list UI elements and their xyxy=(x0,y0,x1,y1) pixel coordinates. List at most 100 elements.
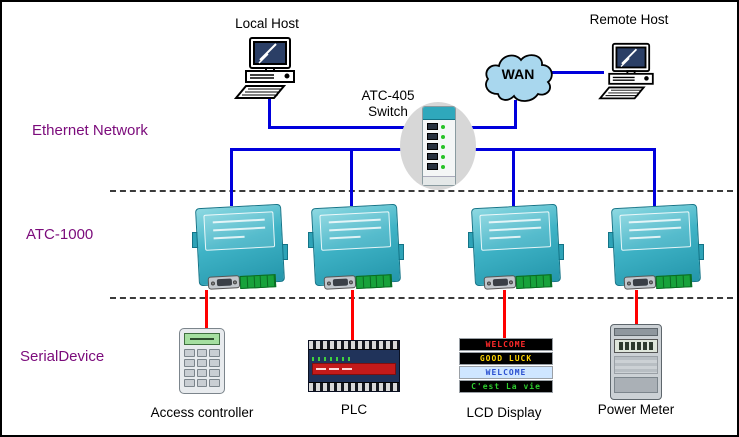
power-meter-label: Power Meter xyxy=(597,402,675,417)
keypad-key xyxy=(196,349,208,357)
wan-cloud-icon xyxy=(485,54,553,102)
section-label-ethernet: Ethernet Network xyxy=(32,122,148,139)
section-label-serialdevice: SerialDevice xyxy=(20,348,105,365)
panel-text-line xyxy=(329,235,361,240)
panel-text-line xyxy=(212,218,265,224)
access-controller-screen xyxy=(184,333,220,345)
keypad-key xyxy=(209,369,220,377)
line-serial-2 xyxy=(351,290,354,342)
meter-grooves xyxy=(614,356,658,374)
local-host-computer-icon xyxy=(234,37,295,99)
atc1000-top-panel xyxy=(203,211,276,251)
port-led-icon xyxy=(441,144,445,149)
atc1000-top-panel xyxy=(319,211,392,251)
plc-terminal-row-bottom xyxy=(309,382,399,391)
plc-label-strip xyxy=(312,363,396,375)
plc-led-row xyxy=(312,357,350,361)
screw-icon xyxy=(210,280,216,286)
remote-host-computer-icon xyxy=(598,42,654,100)
switch-label-type: Switch xyxy=(368,104,408,119)
panel-text-line xyxy=(329,226,382,232)
pin-block-icon xyxy=(332,278,348,287)
meter-top-cap xyxy=(614,328,658,336)
atc405-switch-device xyxy=(422,106,456,186)
keypad-key xyxy=(209,359,220,367)
pin-block-icon xyxy=(632,278,648,287)
db9-connector-icon xyxy=(483,275,517,290)
line-localhost-to-wan xyxy=(268,126,517,129)
panel-text-line xyxy=(489,226,542,232)
panel-text-line xyxy=(629,235,661,240)
screw-icon xyxy=(232,279,238,284)
switch-port-row xyxy=(427,153,451,160)
access-controller-keypad xyxy=(184,349,220,387)
keypad-key xyxy=(196,369,208,377)
lcd-marquee-row: WELCOME xyxy=(459,366,553,379)
power-meter-device xyxy=(610,324,662,400)
keypad-key xyxy=(209,379,220,387)
terminal-block-icon xyxy=(515,274,553,290)
switch-label: ATC-405 Switch xyxy=(336,88,440,120)
pin-block-icon xyxy=(216,278,232,287)
atc1000-body xyxy=(471,203,561,290)
panel-text-line xyxy=(628,218,681,224)
atc1000-top-panel xyxy=(479,211,552,251)
line-localhost-drop xyxy=(268,98,271,129)
port-led-icon xyxy=(441,164,445,169)
atc1000-device-2 xyxy=(308,202,404,294)
pin-block-icon xyxy=(492,278,508,287)
atc1000-device-4 xyxy=(608,202,704,294)
meter-lcd-display xyxy=(614,339,658,353)
access-controller-device xyxy=(179,328,225,394)
atc1000-body xyxy=(611,203,701,290)
terminal-block-icon xyxy=(239,274,277,290)
atc1000-device-3 xyxy=(468,202,564,294)
separator-atc-serial xyxy=(110,297,733,299)
line-bus-drop-2 xyxy=(350,148,353,206)
screw-icon xyxy=(626,280,632,286)
plc-terminal-row-top xyxy=(309,341,399,350)
screw-icon xyxy=(648,279,654,284)
ethernet-port-icon xyxy=(427,143,438,150)
atc1000-body xyxy=(195,203,285,290)
ethernet-port-icon xyxy=(427,163,438,170)
keypad-key xyxy=(196,359,208,367)
lcd-display-label: LCD Display xyxy=(466,405,542,420)
line-bus-drop-4 xyxy=(653,148,656,206)
panel-text-line xyxy=(213,235,245,240)
switch-port-row xyxy=(427,163,451,170)
line-serial-1 xyxy=(205,290,208,330)
plc-label: PLC xyxy=(340,402,368,417)
lcd-marquee-row: WELCOME xyxy=(459,338,553,351)
keypad-key xyxy=(184,349,195,357)
screw-icon xyxy=(348,279,354,284)
screw-icon xyxy=(326,280,332,286)
local-host-label: Local Host xyxy=(235,16,299,31)
terminal-block-icon xyxy=(355,274,393,290)
remote-host-label: Remote Host xyxy=(589,12,669,27)
lcd-marquee-row: GOOD LUCK xyxy=(459,352,553,365)
panel-text-line xyxy=(629,226,682,232)
wan-label: WAN xyxy=(501,66,535,82)
screw-icon xyxy=(508,279,514,284)
switch-port-row xyxy=(427,123,451,130)
switch-bottom-panel xyxy=(423,176,455,185)
plc-device xyxy=(308,340,400,392)
keypad-key xyxy=(184,379,195,387)
port-led-icon xyxy=(441,154,445,159)
keypad-key xyxy=(209,349,220,357)
lcd-display-device: WELCOME GOOD LUCK WELCOME C'est La vie xyxy=(459,338,553,394)
switch-port-column xyxy=(423,120,455,176)
panel-text-line xyxy=(213,226,266,232)
db9-connector-icon xyxy=(323,275,357,290)
panel-text-line xyxy=(488,218,541,224)
plc-front-panel xyxy=(309,350,399,382)
switch-port-row xyxy=(427,143,451,150)
db9-connector-icon xyxy=(207,275,241,290)
atc1000-top-panel xyxy=(619,211,692,251)
line-bus-drop-3 xyxy=(512,148,515,206)
port-led-icon xyxy=(441,134,445,139)
db9-connector-icon xyxy=(623,275,657,290)
access-controller-label: Access controller xyxy=(150,405,254,420)
